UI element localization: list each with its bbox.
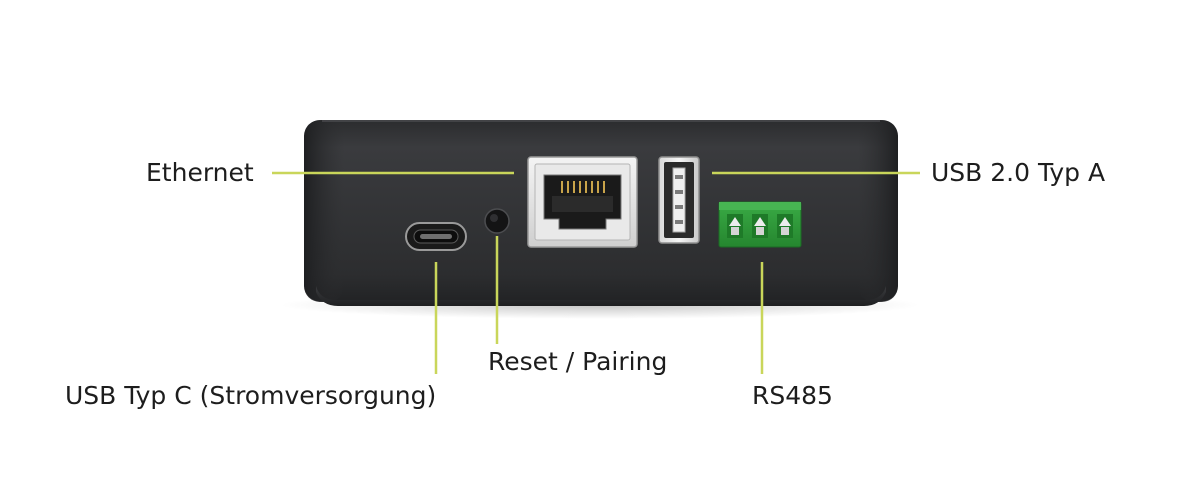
ethernet-port	[527, 156, 638, 248]
leader-lines	[272, 171, 920, 374]
ethernet-label: Ethernet	[146, 158, 254, 187]
rs485-terminal	[718, 201, 802, 248]
usb-c-port	[405, 222, 467, 251]
ethernet-contacts	[561, 181, 605, 193]
reset-pairing-label: Reset / Pairing	[488, 347, 668, 376]
terminal-slots	[727, 214, 793, 238]
usb-a-label: USB 2.0 Typ A	[931, 158, 1106, 187]
reset-button	[484, 208, 510, 234]
usb-c-label: USB Typ C (Stromversorgung)	[65, 381, 437, 410]
rs485-label: RS485	[752, 381, 833, 410]
usb-a-port	[658, 156, 700, 244]
